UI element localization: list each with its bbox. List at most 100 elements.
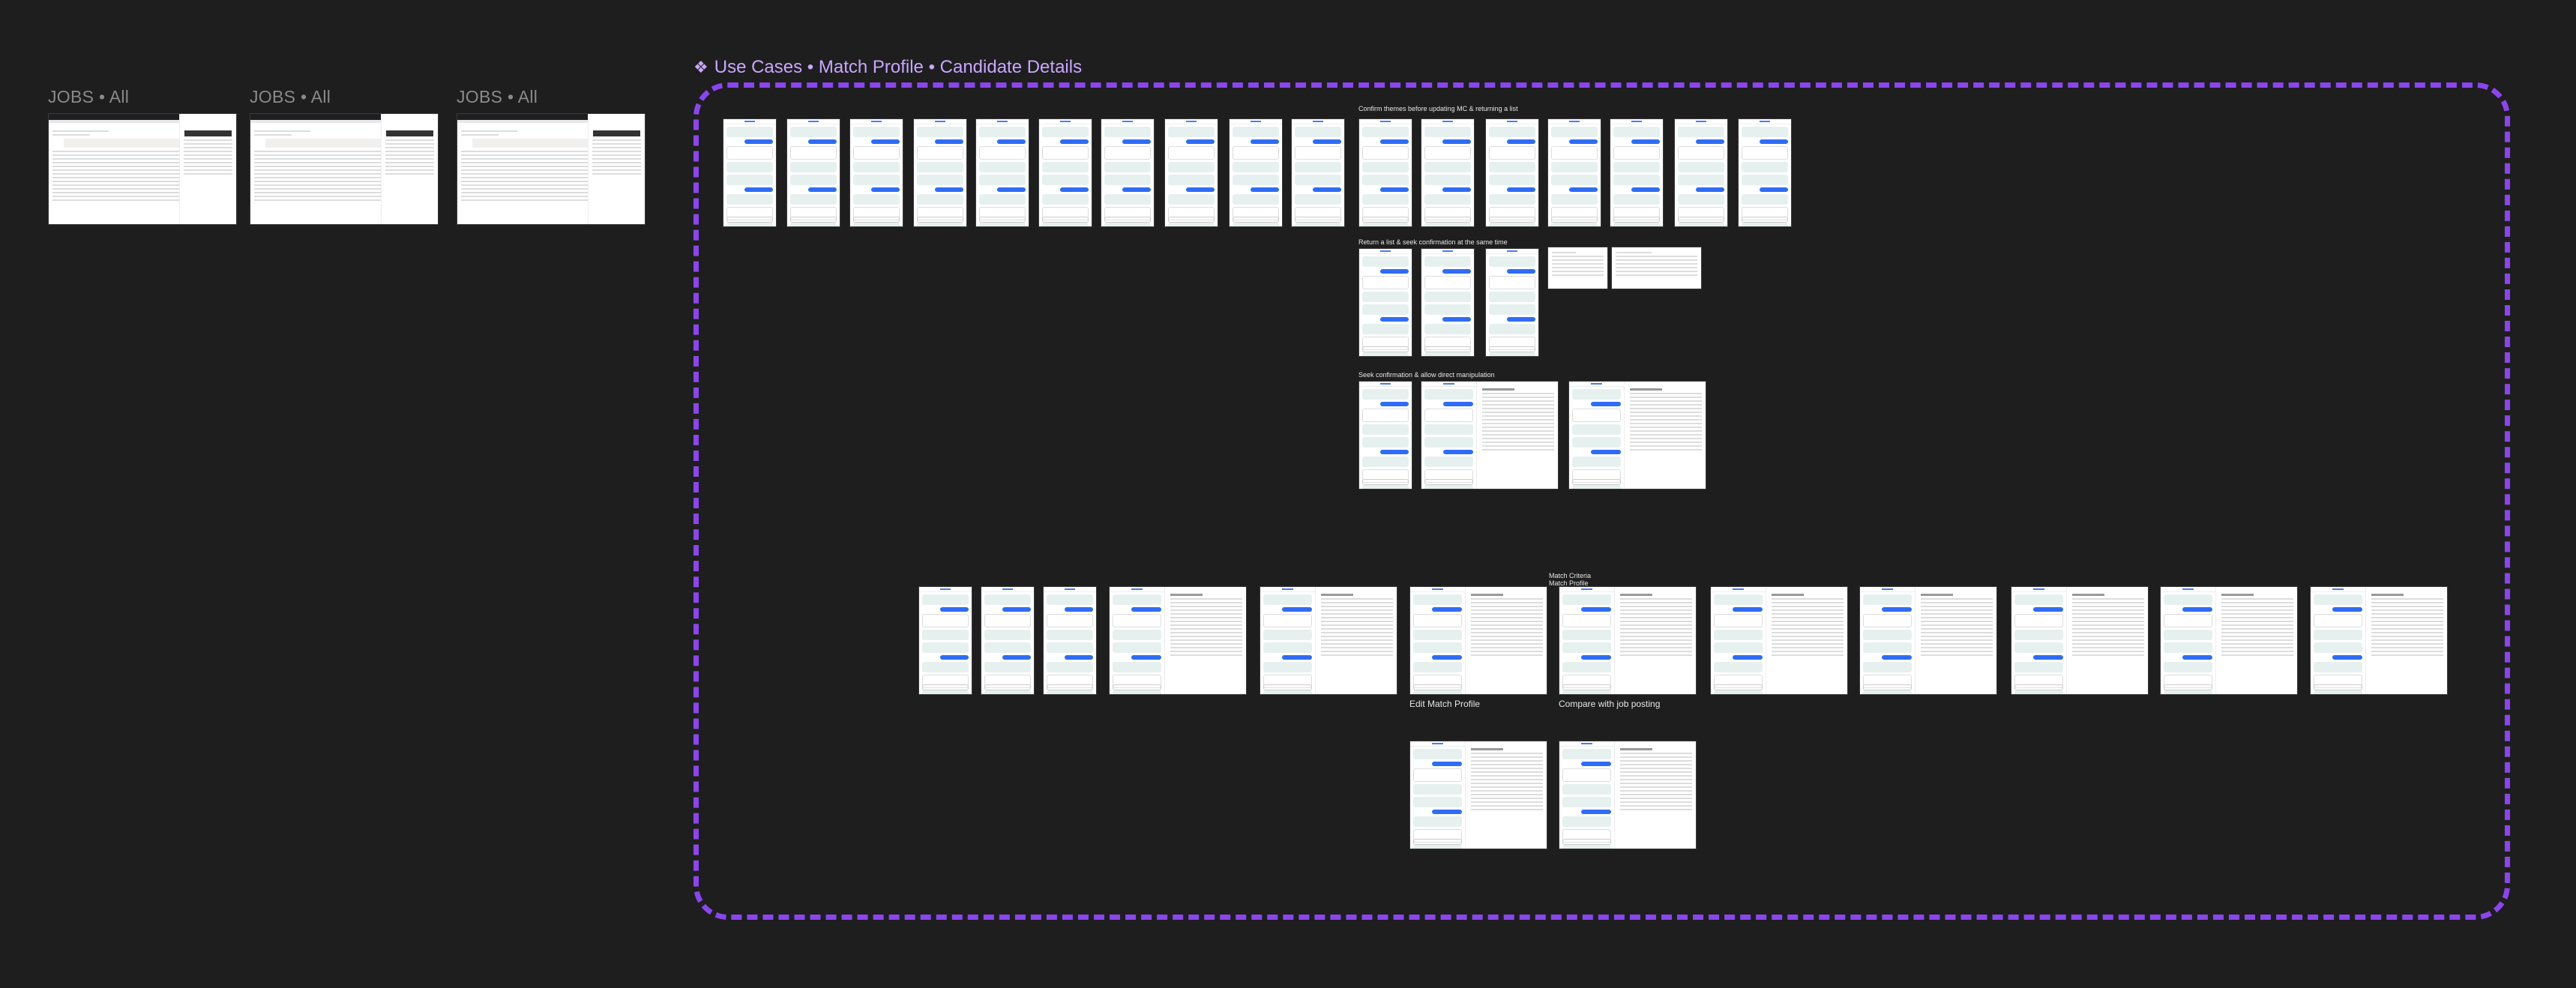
chat-panel	[1165, 119, 1218, 226]
chat-frame-thumbnail[interactable]	[1738, 118, 1792, 227]
frame-content	[254, 184, 434, 186]
sheet-frame-thumbnail[interactable]	[1611, 247, 1702, 289]
chat-bubble	[1424, 409, 1473, 422]
component-diamond-icon: ❖	[693, 58, 708, 76]
chat-frame-thumbnail[interactable]	[975, 118, 1029, 227]
frame-content	[461, 166, 641, 167]
chat-input	[1489, 217, 1535, 223]
chat-bubble	[1424, 276, 1471, 289]
chat-bubble	[1572, 389, 1621, 400]
chat-frame-thumbnail[interactable]	[1229, 118, 1283, 227]
chat-panel	[919, 587, 972, 694]
chat-bubble	[1714, 690, 1763, 694]
chat-bubble	[1380, 450, 1409, 454]
chat-bubble	[1572, 457, 1621, 467]
chat-bubble	[1424, 175, 1471, 185]
chat-panel	[1410, 587, 1466, 694]
chat-input	[1362, 346, 1409, 352]
chat-frame-thumbnail[interactable]	[1409, 741, 1547, 849]
chat-frame-thumbnail[interactable]	[1358, 118, 1412, 227]
chat-bubble	[1442, 269, 1471, 274]
chat-bubble	[1263, 614, 1312, 627]
chat-frame-thumbnail[interactable]	[786, 118, 840, 227]
chat-frame-thumbnail[interactable]	[723, 118, 777, 227]
chat-frame-thumbnail[interactable]	[1710, 586, 1848, 695]
chat-frame-thumbnail[interactable]	[1421, 248, 1475, 357]
section-title[interactable]: ❖ Use Cases • Match Profile • Candidate …	[693, 57, 1082, 78]
chat-bubble	[1042, 127, 1089, 137]
frame-label-jobs-3[interactable]: JOBS • All	[457, 87, 538, 106]
chat-frame-thumbnail[interactable]	[1109, 586, 1247, 695]
chat-frame-thumbnail[interactable]	[1610, 118, 1664, 227]
frame-content	[254, 166, 434, 167]
chat-panel	[1548, 119, 1601, 226]
frame-content	[254, 130, 310, 132]
chat-input	[917, 217, 963, 223]
chat-frame-thumbnail[interactable]	[849, 118, 903, 227]
chat-panel	[914, 119, 966, 226]
chat-bubble	[1696, 139, 1724, 144]
chat-bubble	[1263, 594, 1312, 605]
chat-frame-thumbnail[interactable]	[1101, 118, 1155, 227]
chat-frame-thumbnail[interactable]	[981, 586, 1035, 695]
chat-bubble	[1104, 162, 1151, 172]
chat-bubble	[1489, 162, 1535, 172]
sheet-frame-thumbnail[interactable]	[1547, 247, 1608, 289]
frame-content	[254, 162, 434, 163]
frame-label-jobs-2[interactable]: JOBS • All	[250, 87, 331, 106]
frame-content	[52, 151, 232, 152]
chat-frame-thumbnail[interactable]	[2160, 586, 2298, 695]
chat-frame-thumbnail[interactable]	[1859, 586, 1997, 695]
chat-frame-thumbnail[interactable]	[1421, 118, 1475, 227]
chat-bubble	[979, 175, 1026, 185]
chat-frame-thumbnail[interactable]	[1559, 586, 1697, 695]
chat-frame-thumbnail[interactable]	[1291, 118, 1345, 227]
chat-panel	[1486, 119, 1538, 226]
chat-frame-thumbnail[interactable]	[1043, 586, 1097, 695]
chat-input	[1562, 684, 1611, 690]
chat-frame-thumbnail[interactable]	[1559, 741, 1697, 849]
chat-panel	[1675, 119, 1727, 226]
chat-input	[790, 217, 837, 223]
chat-bubble	[1233, 194, 1279, 205]
chat-frame-thumbnail[interactable]	[913, 118, 967, 227]
chat-bubble	[1742, 223, 1788, 226]
chat-frame-thumbnail[interactable]	[1358, 248, 1412, 357]
chat-bubble	[1572, 424, 1621, 435]
chat-frame-thumbnail[interactable]	[1260, 586, 1397, 695]
chat-frame-thumbnail[interactable]	[1485, 248, 1539, 357]
chat-bubble	[1065, 655, 1093, 660]
section-container[interactable]	[693, 82, 2510, 920]
frame-label-jobs-1[interactable]: JOBS • All	[48, 87, 130, 106]
chat-frame-thumbnail[interactable]	[2310, 586, 2448, 695]
chat-bubble	[871, 187, 900, 192]
desktop-frame-thumbnail[interactable]	[457, 113, 645, 225]
desktop-frame-thumbnail[interactable]	[250, 113, 439, 225]
chat-bubble	[979, 162, 1026, 172]
chat-frame-thumbnail[interactable]	[2011, 586, 2149, 695]
chat-panel	[1610, 119, 1663, 226]
chat-frame-thumbnail[interactable]	[1485, 118, 1539, 227]
chat-bubble	[1489, 352, 1535, 356]
chat-frame-thumbnail[interactable]	[1547, 118, 1601, 227]
chat-bubble	[1362, 127, 1409, 137]
chat-bubble	[2314, 642, 2362, 653]
chat-bubble	[1551, 194, 1598, 205]
frame-content	[461, 158, 641, 160]
chat-frame-thumbnail[interactable]	[1674, 118, 1728, 227]
chat-bubble	[1613, 127, 1660, 137]
desktop-frame-thumbnail[interactable]	[48, 113, 237, 225]
chat-bubble	[1443, 402, 1473, 406]
chat-frame-thumbnail[interactable]	[1409, 586, 1547, 695]
chat-frame-thumbnail[interactable]	[1038, 118, 1092, 227]
chat-frame-thumbnail[interactable]	[918, 586, 972, 695]
chat-frame-thumbnail[interactable]	[1164, 118, 1218, 227]
chat-frame-thumbnail[interactable]	[1568, 381, 1706, 490]
chat-bubble	[1313, 139, 1341, 144]
chat-frame-thumbnail[interactable]	[1358, 381, 1412, 490]
detail-panel	[1167, 591, 1246, 658]
chat-input	[1424, 217, 1471, 223]
chat-bubble	[922, 642, 969, 653]
chat-frame-thumbnail[interactable]	[1421, 381, 1559, 490]
frame-content	[461, 199, 641, 201]
